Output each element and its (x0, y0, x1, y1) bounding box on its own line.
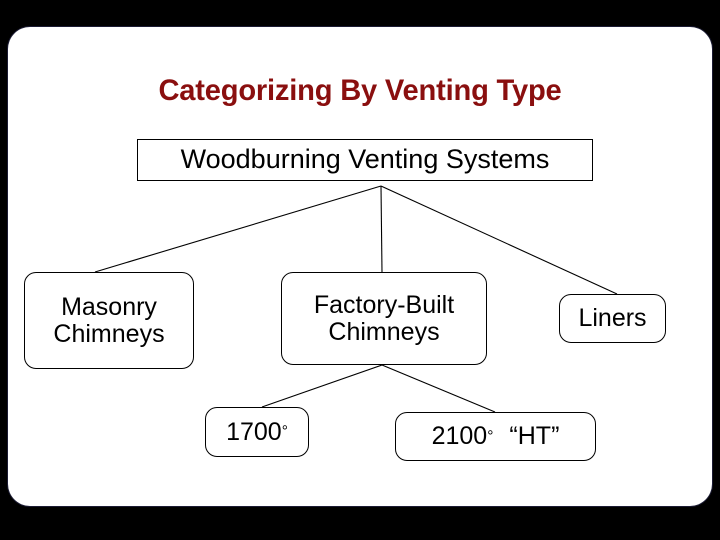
degree-symbol-icon: ° (487, 427, 494, 445)
node-liners[interactable]: Liners (559, 294, 666, 343)
slide-panel: Categorizing By Venting Type Woodburning… (8, 27, 712, 506)
node-temp-1700[interactable]: 1700° (205, 407, 309, 457)
connector-lines (94, 185, 618, 413)
node-factory-built-chimneys[interactable]: Factory-Built Chimneys (281, 272, 487, 365)
node-woodburning-venting-systems[interactable]: Woodburning Venting Systems (137, 139, 593, 181)
edge-root-to-masonry (94, 185, 382, 273)
edge-root-to-factory-built (380, 185, 383, 273)
edge-root-to-liners (380, 185, 618, 295)
temp-1700-value: 1700 (226, 417, 282, 446)
edge-factory-built-to-1700 (261, 364, 383, 408)
temp-2100-suffix: “HT” (509, 422, 560, 450)
edge-factory-built-to-2100 (381, 364, 496, 413)
node-temp-2100-ht[interactable]: 2100° “HT” (395, 412, 596, 461)
degree-symbol-icon: ° (281, 423, 288, 441)
page-title: Categorizing By Venting Type (158, 74, 562, 107)
temp-2100-value: 2100 (431, 422, 488, 450)
venting-type-tree-diagram: Woodburning Venting Systems Masonry Chim… (8, 27, 712, 506)
node-masonry-chimneys[interactable]: Masonry Chimneys (24, 272, 194, 369)
